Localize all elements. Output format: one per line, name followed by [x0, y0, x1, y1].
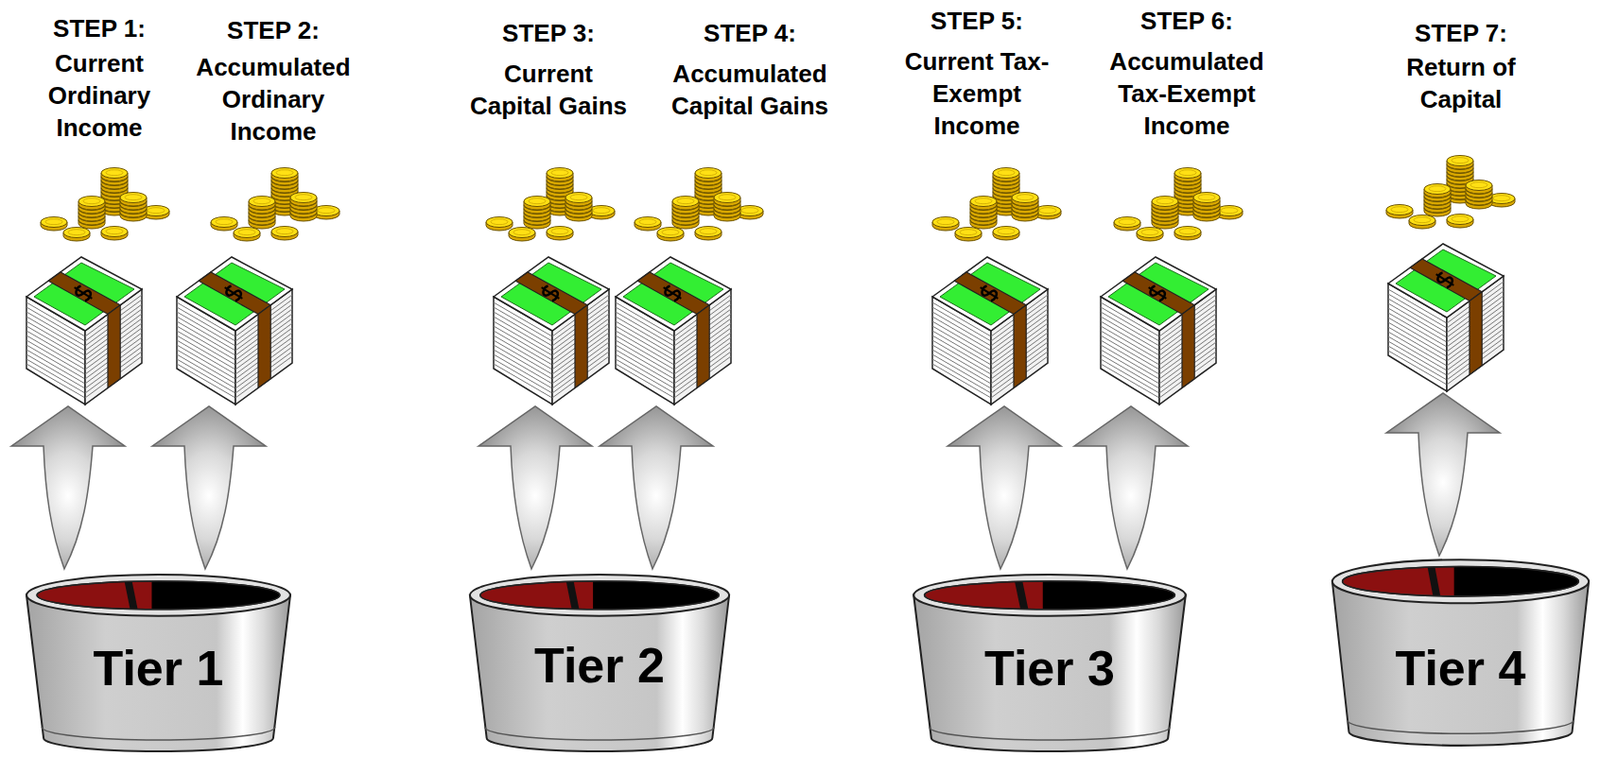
money-stack [1388, 243, 1504, 392]
tier-label: Tier 2 [534, 637, 665, 695]
step-description: Current Capital Gains [466, 57, 632, 122]
tier-label: Tier 4 [1395, 640, 1527, 697]
up-arrow [152, 406, 266, 570]
step-description: Current Ordinary Income [33, 47, 166, 144]
coin-pile [1113, 168, 1243, 243]
up-arrow [1386, 393, 1500, 557]
coin-pile [634, 168, 764, 243]
coin-pile [210, 168, 340, 243]
tier-label: Tier 3 [984, 640, 1115, 697]
step-number: STEP 1: [52, 12, 146, 45]
money-stack [1100, 257, 1217, 405]
step-number: STEP 7: [1414, 17, 1508, 50]
bucket-drawing [913, 571, 1200, 752]
bucket-drawing [469, 571, 743, 752]
step-number: STEP 6: [1140, 4, 1234, 37]
step-number: STEP 3: [502, 17, 595, 50]
money-stack [26, 257, 142, 405]
step-description: Accumulated Capital Gains [667, 57, 834, 122]
tier-label: Tier 1 [93, 640, 225, 697]
up-arrow [599, 406, 714, 570]
bucket-drawing [1332, 556, 1600, 747]
money-stack [615, 257, 731, 405]
money-stack [932, 257, 1048, 405]
tier-bucket: Tier 2 [464, 571, 735, 755]
up-arrow [947, 406, 1061, 570]
step-description: Return of Capital [1399, 51, 1523, 116]
money-stack [493, 257, 609, 405]
up-arrow [1074, 406, 1188, 570]
money-stack [176, 257, 293, 405]
step-description: Accumulated Ordinary Income [191, 51, 357, 148]
bucket-drawing [26, 571, 304, 752]
step-description: Current Tax-Exempt Income [899, 45, 1056, 142]
tier-bucket: Tier 1 [20, 571, 296, 755]
coin-pile [40, 168, 170, 243]
step-number: STEP 5: [930, 4, 1024, 37]
step-description: Accumulated Tax-Exempt Income [1104, 45, 1270, 142]
up-arrow [11, 406, 125, 570]
coin-pile [1386, 156, 1515, 230]
tier-bucket: Tier 3 [907, 571, 1192, 755]
step-number: STEP 4: [703, 17, 797, 50]
step-number: STEP 2: [226, 14, 320, 47]
tier-bucket: Tier 4 [1326, 556, 1595, 749]
up-arrow [478, 406, 592, 570]
coin-pile [932, 168, 1061, 243]
coin-pile [486, 168, 615, 243]
